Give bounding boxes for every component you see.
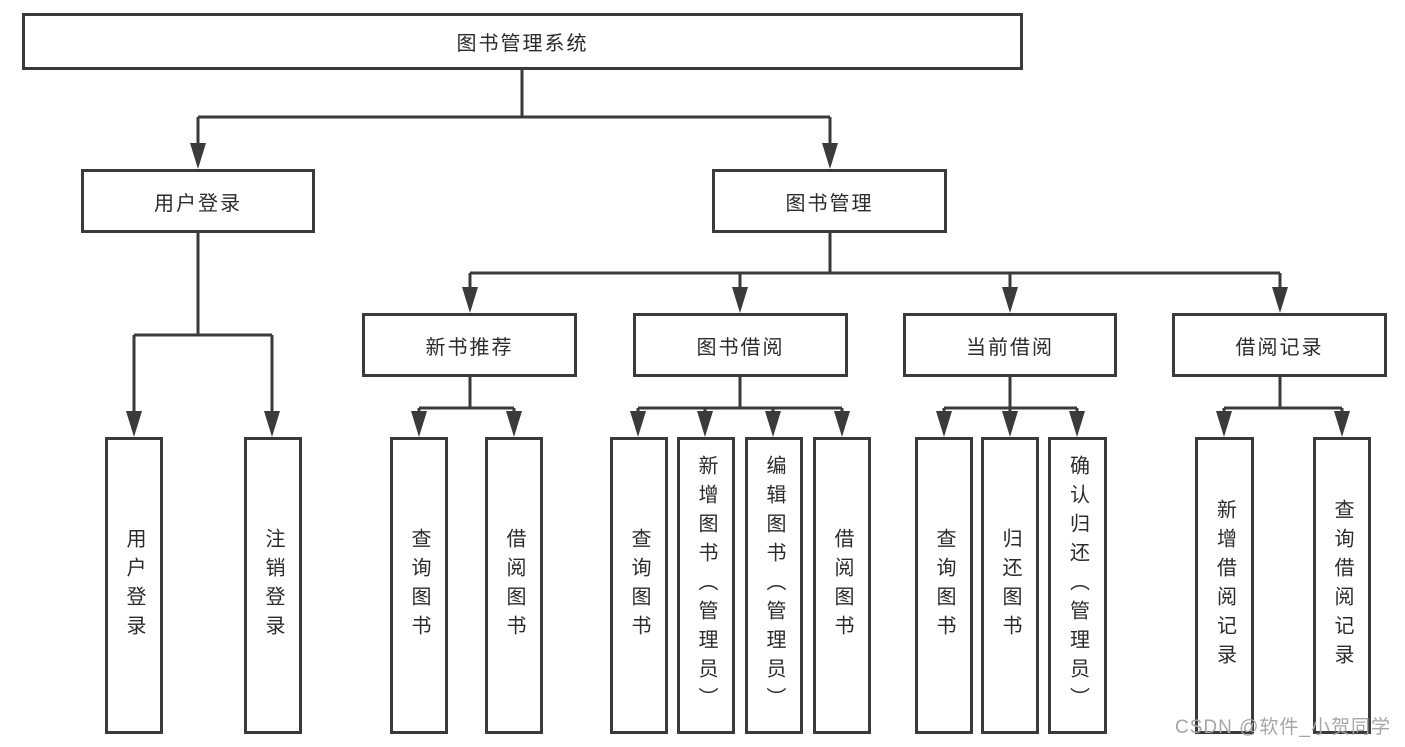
node-label: 查询图书 — [628, 527, 650, 644]
node-current-borrowing: 当前借阅 — [903, 313, 1117, 377]
leaf-query-books-current: 查询图书 — [915, 437, 973, 734]
leaf-add-borrow-record: 新增借阅记录 — [1195, 437, 1254, 734]
node-library-management-system: 图书管理系统 — [22, 13, 1023, 70]
leaf-confirm-return-admin: 确认归还（管理员） — [1048, 437, 1107, 734]
node-label: 用户登录 — [123, 527, 145, 644]
leaf-query-borrow-record: 查询借阅记录 — [1313, 437, 1371, 734]
leaf-query-books-recommend: 查询图书 — [390, 437, 448, 734]
leaf-borrow-books: 借阅图书 — [813, 437, 871, 734]
node-label: 用户登录 — [154, 192, 242, 215]
leaf-user-login: 用户登录 — [105, 437, 163, 734]
node-book-borrowing: 图书借阅 — [633, 313, 848, 377]
node-label: 新增借阅记录 — [1213, 498, 1236, 673]
node-label: 借阅图书 — [503, 527, 525, 644]
arrowheads — [126, 143, 1350, 437]
node-label: 查询借阅记录 — [1331, 498, 1353, 673]
node-user-login: 用户登录 — [81, 169, 315, 233]
node-borrowing-records: 借阅记录 — [1172, 313, 1387, 377]
node-label: 确认归还（管理员） — [1066, 455, 1089, 716]
node-label: 注销登录 — [262, 527, 284, 644]
node-label: 编辑图书（管理员） — [763, 455, 785, 716]
node-label: 图书借阅 — [696, 336, 785, 359]
node-label: 借阅记录 — [1235, 336, 1324, 359]
leaf-return-books: 归还图书 — [981, 437, 1039, 734]
node-label: 借阅图书 — [831, 527, 853, 644]
node-book-management: 图书管理 — [712, 169, 947, 233]
node-label: 查询图书 — [408, 527, 430, 644]
node-new-book-recommendation: 新书推荐 — [362, 313, 577, 377]
leaf-logout: 注销登录 — [244, 437, 302, 734]
leaf-query-books-borrow: 查询图书 — [610, 437, 668, 734]
leaf-borrow-books-recommend: 借阅图书 — [485, 437, 543, 734]
leaf-add-books-admin: 新增图书（管理员） — [677, 437, 735, 734]
node-label: 图书管理 — [785, 192, 874, 215]
node-label: 归还图书 — [999, 527, 1021, 644]
node-label: 新书推荐 — [425, 336, 514, 359]
node-label: 查询图书 — [933, 527, 955, 644]
node-label: 图书管理系统 — [456, 33, 589, 55]
leaf-edit-books-admin: 编辑图书（管理员） — [745, 437, 803, 734]
csdn-watermark: CSDN @软件_小贺同学 — [1175, 717, 1391, 738]
node-label: 新增图书（管理员） — [695, 455, 717, 716]
node-label: 当前借阅 — [966, 336, 1054, 359]
